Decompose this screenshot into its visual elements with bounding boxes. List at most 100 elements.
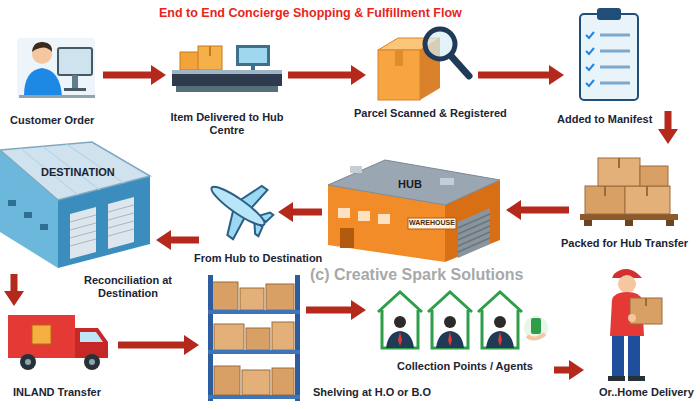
collection-points-icon bbox=[378, 292, 522, 348]
flow-arrow bbox=[478, 65, 564, 85]
agent-figures-part bbox=[444, 316, 456, 328]
shelving-rack-icon-part bbox=[272, 322, 294, 350]
hub-counter-icon-part bbox=[180, 52, 200, 70]
hub-counter-icon-part bbox=[176, 86, 278, 92]
destination-warehouse-building-part bbox=[108, 197, 134, 249]
flow-arrow bbox=[4, 274, 24, 306]
agent-figures bbox=[386, 316, 548, 348]
shelving-rack-icon-part bbox=[208, 275, 213, 401]
agent-figures-part bbox=[498, 332, 502, 346]
step-caption: Collection Points / Agents bbox=[397, 360, 533, 373]
flow-step: DESTINATIONReconciliation at Destination bbox=[0, 142, 150, 268]
delivery-truck-icon-part bbox=[80, 332, 103, 342]
shelving-rack-icon-part bbox=[246, 328, 270, 350]
flow-step: INLAND Transfer bbox=[5, 312, 112, 372]
destination-warehouse-building-part bbox=[70, 205, 134, 246]
customer-icon-part bbox=[72, 75, 78, 88]
hub-counter-icon-part bbox=[239, 48, 267, 63]
destination-warehouse-building bbox=[0, 142, 150, 268]
shelving-rack-icon-part bbox=[208, 350, 300, 354]
flow-arrow bbox=[554, 360, 584, 380]
delivery-truck-icon bbox=[8, 315, 108, 370]
delivery-truck-icon-part bbox=[20, 354, 36, 370]
customer-icon-part bbox=[58, 48, 92, 75]
hub-warehouse-building-part bbox=[340, 228, 354, 248]
shelving-rack-icon-part bbox=[208, 310, 300, 314]
hub-warehouse-building bbox=[328, 160, 500, 262]
destination-warehouse-building-part bbox=[8, 200, 16, 206]
collection-points-icon-part bbox=[428, 292, 472, 348]
manifest-clipboard-icon-part bbox=[600, 35, 630, 83]
agent-figures-part bbox=[386, 331, 414, 348]
building-label: WAREHOUSE bbox=[409, 219, 455, 227]
delivery-man-icon-part bbox=[628, 314, 636, 322]
delivery-man-icon-part bbox=[628, 376, 645, 381]
delivery-man-icon-part bbox=[612, 336, 624, 376]
customer-icon bbox=[17, 38, 95, 98]
diagram-title: End to End Concierge Shopping & Fulfillm… bbox=[159, 6, 462, 20]
flow-step: Shelving at H.O or B.O bbox=[205, 272, 300, 402]
airplane-icon bbox=[195, 163, 283, 250]
agent-figures-part bbox=[494, 316, 506, 328]
step-caption: Or..Home Delivery bbox=[599, 386, 694, 399]
delivery-man-icon-part bbox=[645, 298, 647, 306]
shelving-rack-icon-part bbox=[242, 370, 270, 395]
building-label: HUB bbox=[398, 178, 422, 191]
packed-pallet-icon-part bbox=[666, 220, 674, 226]
packed-pallet-icon bbox=[580, 158, 678, 226]
step-caption: Shelving at H.O or B.O bbox=[313, 386, 431, 399]
agent-figures-part bbox=[436, 331, 464, 348]
watermark: (c) Creative Spark Solutions bbox=[310, 266, 523, 284]
flow-step: Collection Points / Agents bbox=[372, 290, 548, 378]
hub-warehouse-building-part bbox=[440, 178, 454, 185]
parcel-scan-icon-part bbox=[395, 50, 403, 66]
collection-points-icon-part bbox=[478, 292, 522, 348]
parcel-scan-icon bbox=[378, 29, 469, 100]
hub-counter-icon-part bbox=[251, 66, 255, 70]
destination-warehouse-building-part bbox=[70, 207, 96, 259]
destination-warehouse-building-part bbox=[24, 212, 32, 218]
destination-warehouse-building-part bbox=[20, 144, 124, 195]
customer-icon-part bbox=[17, 38, 95, 98]
delivery-truck-icon-part bbox=[84, 354, 100, 370]
hub-warehouse-building-part bbox=[328, 160, 500, 205]
agent-figures-part bbox=[394, 316, 406, 328]
agent-figures-part bbox=[527, 334, 545, 339]
flow-arrow bbox=[278, 202, 322, 222]
hub-warehouse-building-part bbox=[458, 208, 490, 258]
delivery-truck-icon-part bbox=[89, 359, 95, 365]
delivery-truck-icon-part bbox=[8, 315, 75, 358]
flow-arrow bbox=[658, 111, 678, 144]
parcel-scan-icon-part bbox=[452, 57, 469, 76]
flow-step: HUB WAREHOUSE bbox=[328, 150, 500, 262]
packed-pallet-icon-part bbox=[584, 220, 592, 226]
flow-step: From Hub to Destination bbox=[205, 168, 272, 248]
hub-counter-icon-part bbox=[209, 46, 211, 56]
flow-arrow bbox=[156, 230, 199, 250]
delivery-truck-icon-part bbox=[32, 325, 51, 344]
agent-figures-part bbox=[524, 316, 548, 340]
flow-arrow bbox=[288, 65, 366, 85]
shelving-rack-icon-part bbox=[272, 368, 294, 395]
hub-warehouse-building-part bbox=[358, 211, 370, 221]
agent-figures-part bbox=[448, 332, 452, 346]
hub-counter-icon-part bbox=[236, 45, 270, 66]
flow-arrow bbox=[306, 300, 366, 320]
shelving-rack-icon-part bbox=[240, 288, 264, 310]
delivery-truck-icon-part bbox=[75, 328, 108, 358]
manifest-clipboard-icon-part bbox=[597, 8, 621, 20]
flow-step: Customer Order bbox=[15, 36, 97, 100]
packed-pallet-icon-part bbox=[625, 220, 633, 226]
destination-warehouse-building-part bbox=[0, 142, 150, 200]
customer-icon-part bbox=[64, 88, 86, 91]
flow-arrow bbox=[506, 200, 569, 220]
delivery-man-icon-part bbox=[618, 275, 636, 293]
shelving-rack-icon-part bbox=[295, 275, 300, 401]
manifest-clipboard-icon-part bbox=[586, 32, 594, 86]
parcel-scan-icon-part bbox=[425, 29, 455, 59]
hub-counter-icon bbox=[172, 45, 282, 92]
hub-warehouse-building-part bbox=[338, 208, 350, 218]
